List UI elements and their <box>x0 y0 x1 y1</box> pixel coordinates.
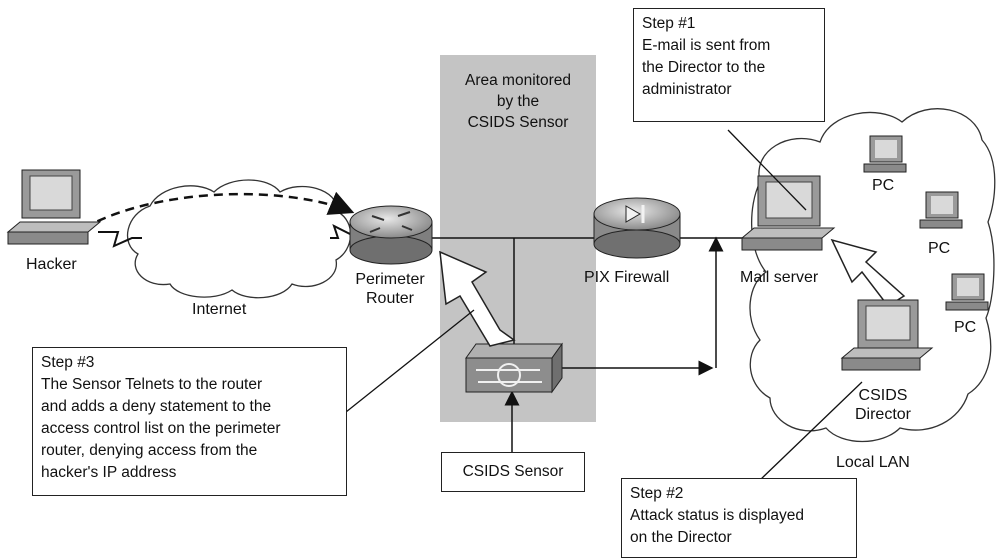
pc-icon <box>919 191 963 229</box>
csids-sensor-label-box: CSIDS Sensor <box>441 452 585 492</box>
pc-label: PC <box>872 177 895 194</box>
internet-label: Internet <box>192 301 247 318</box>
firewall-icon <box>593 197 681 259</box>
step3-line: hacker's IP address <box>41 464 177 481</box>
csids-director-label: CSIDS Director <box>838 386 928 424</box>
monitored-area-line: by the <box>496 93 540 110</box>
csids-director-label-line: CSIDS <box>858 387 908 404</box>
router-icon <box>349 205 433 265</box>
step3-line: The Sensor Telnets to the router <box>41 376 263 393</box>
step1-line: Step #1 <box>642 15 696 32</box>
perimeter-router-label-line: Perimeter <box>355 271 425 288</box>
step2-line: Attack status is displayed <box>630 507 805 524</box>
monitored-area-line: Area monitored <box>465 72 571 89</box>
csids-director-label-line: Director <box>854 406 911 423</box>
step3-line: and adds a deny statement to the <box>41 398 272 415</box>
step1-line: administrator <box>642 81 732 98</box>
step1-callout: Step #1 E-mail is sent from the Director… <box>633 8 825 122</box>
pix-firewall-label: PIX Firewall <box>584 269 670 286</box>
step2-line: Step #2 <box>630 485 684 502</box>
monitored-area-line: CSIDS Sensor <box>467 114 569 131</box>
monitored-area-label: Area monitored by the CSIDS Sensor <box>440 70 596 133</box>
perimeter-router-label: Perimeter Router <box>340 270 440 308</box>
pc-icon <box>863 135 907 173</box>
internet-cloud <box>127 179 352 299</box>
step2-callout: Step #2 Attack status is displayed on th… <box>621 478 857 558</box>
pc-label: PC <box>954 319 977 336</box>
step3-line: router, denying access from the <box>41 442 258 459</box>
csids-sensor-label: CSIDS Sensor <box>462 463 564 480</box>
director-workstation-icon <box>840 299 934 371</box>
mail-server-label: Mail server <box>740 269 819 286</box>
telnet-arrow <box>439 250 516 347</box>
step3-callout: Step #3 The Sensor Telnets to the router… <box>32 347 347 496</box>
step2-line: on the Director <box>630 529 732 546</box>
ids-sensor-icon <box>465 342 563 394</box>
local-lan-label: Local LAN <box>836 454 910 471</box>
pc-label: PC <box>928 240 951 257</box>
hacker-label: Hacker <box>26 256 77 273</box>
step3-line: access control list on the perimeter <box>41 420 281 437</box>
step1-line: E-mail is sent from <box>642 37 771 54</box>
pc-icon <box>945 273 989 311</box>
step3-line: Step #3 <box>41 354 95 371</box>
step1-line: the Director to the <box>642 59 766 76</box>
hacker-workstation-icon <box>6 169 102 245</box>
perimeter-router-label-line: Router <box>365 290 415 307</box>
mail-server-workstation-icon <box>740 175 836 251</box>
